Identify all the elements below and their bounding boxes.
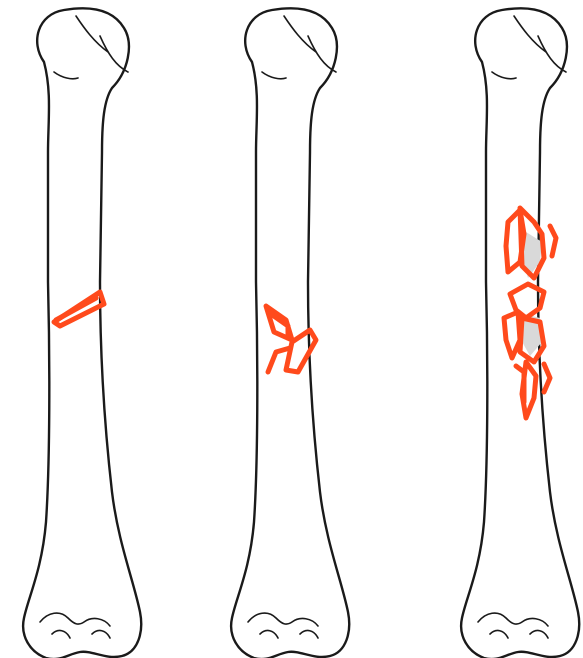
- bone-transverse-fracture: [23, 8, 141, 658]
- bone-butterfly-fracture: [231, 8, 349, 658]
- bone-comminuted-fracture: [461, 8, 579, 658]
- humerus-outline: [23, 8, 141, 658]
